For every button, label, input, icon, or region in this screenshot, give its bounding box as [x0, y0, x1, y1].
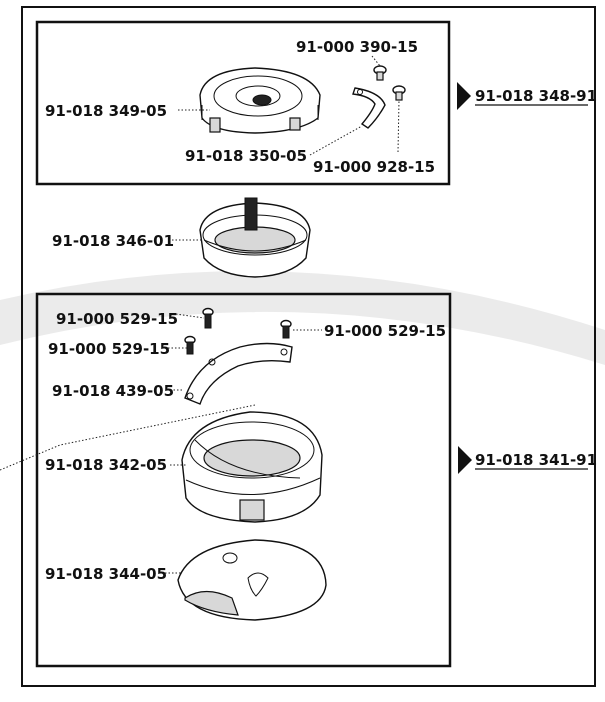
- retainer-plate-drawing: [184, 342, 293, 405]
- screw-2-drawing: [184, 335, 196, 355]
- label-spring-plate: 91-018 350-05: [185, 147, 307, 165]
- lower-assembly-box: [35, 292, 452, 668]
- rotary-hook-drawing: [181, 411, 323, 523]
- bobbin-case-drawing: [199, 197, 311, 278]
- label-needle-plate-cover: 91-018 344-05: [45, 565, 167, 583]
- label-bobbin-case: 91-018 346-01: [52, 232, 174, 250]
- leader-rotary-hook-long: [0, 404, 256, 471]
- label-screw-3: 91-000 529-15: [324, 322, 446, 340]
- upper-assembly-box: [35, 20, 451, 186]
- label-screw-2: 91-000 529-15: [48, 340, 170, 358]
- spring-plate-drawing: [352, 87, 386, 129]
- screw-a-drawing: [373, 65, 387, 81]
- lower-assembly-arrow: [458, 446, 472, 474]
- upper-assembly-arrow: [457, 82, 471, 110]
- upper-assembly-number: 91-018 348-91: [475, 87, 597, 105]
- hook-cover-drawing: [199, 67, 321, 134]
- label-screw-a: 91-000 390-15: [296, 38, 418, 56]
- label-hook-cover: 91-018 349-05: [45, 102, 167, 120]
- label-rotary-hook: 91-018 342-05: [45, 456, 167, 474]
- lower-assembly-number: 91-018 341-91: [475, 451, 597, 469]
- screw-3-drawing: [280, 319, 292, 339]
- label-screw-1: 91-000 529-15: [56, 310, 178, 328]
- leader-spring-plate: [309, 125, 363, 156]
- leader-screw-b: [397, 99, 400, 153]
- label-retainer-plate: 91-018 439-05: [52, 382, 174, 400]
- outer-frame: [21, 6, 596, 687]
- label-screw-b: 91-000 928-15: [313, 158, 435, 176]
- leader-screw-1: [175, 313, 205, 319]
- needle-plate-cover-drawing: [177, 539, 327, 621]
- screw-b-drawing: [392, 85, 406, 101]
- leader-screw-a: [371, 55, 381, 67]
- screw-1-drawing: [202, 307, 214, 329]
